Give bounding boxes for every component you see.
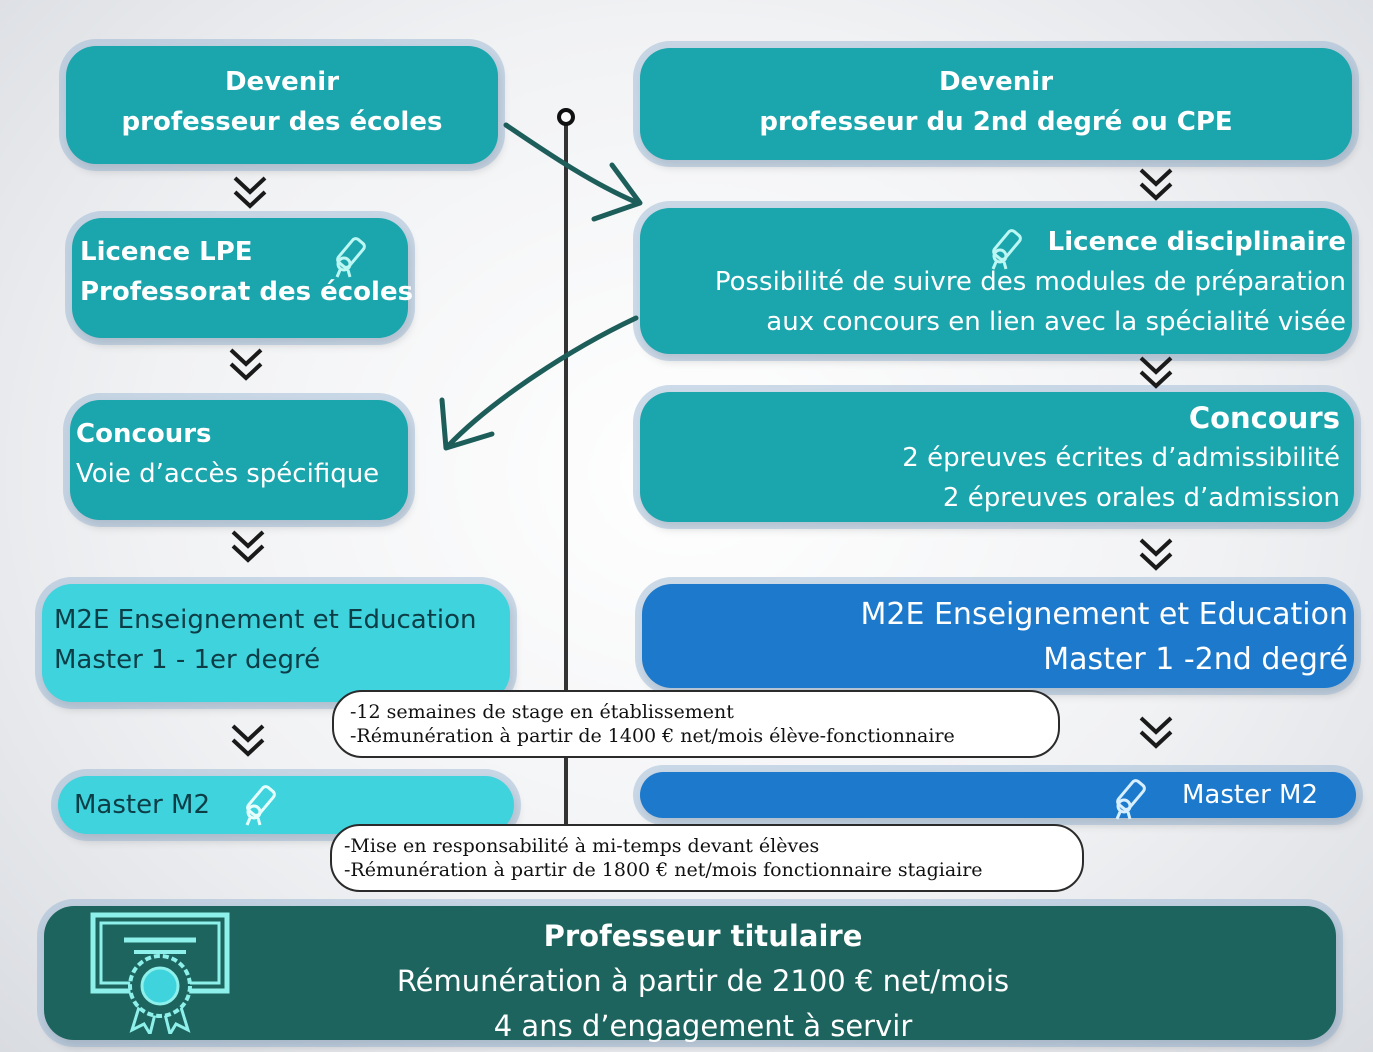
double-chevron-down-icon [1139, 538, 1173, 571]
arrow-to-second-degree [503, 122, 643, 222]
left-m2e-box: M2E Enseignement et Education Master 1 -… [42, 584, 510, 702]
bottom-line1: Rémunération à partir de 2100 € net/mois [396, 964, 1010, 998]
stagiaire-note-bubble: -Mise en responsabilité à mi-temps devan… [330, 824, 1084, 892]
double-chevron-down-icon [231, 724, 265, 757]
left-concours-box: Concours Voie d’accès spécifique [70, 400, 408, 520]
right-concours-box: Concours 2 épreuves écrites d’admissibil… [640, 392, 1354, 522]
double-chevron-down-icon [1139, 356, 1173, 389]
right-title-line1: Devenir [938, 67, 1054, 97]
note1-line2: -Rémunération à partir de 1400 € net/moi… [350, 725, 955, 747]
bottom-titulaire-box: Professeur titulaire Rémunération à part… [44, 906, 1336, 1043]
certificate-icon [90, 912, 230, 1034]
right-concours-line1: 2 épreuves écrites d’admissibilité [902, 443, 1340, 473]
double-chevron-down-icon [1139, 716, 1173, 749]
left-licence-box: Licence LPE Professorat des écoles [72, 218, 414, 338]
bottom-title: Professeur titulaire [543, 919, 863, 953]
diploma-scroll-icon [335, 237, 366, 278]
left-master2-box: Master M2 [58, 776, 514, 834]
stage-note-bubble: -12 semaines de stage en établissement -… [332, 690, 1060, 758]
left-m2e-line2: Master 1 - 1er degré [54, 645, 321, 675]
bottom-line2: 4 ans d’engagement à servir [493, 1009, 913, 1043]
double-chevron-down-icon [231, 530, 265, 563]
right-master2-label: Master M2 [1181, 780, 1318, 810]
diploma-scroll-icon [245, 785, 276, 826]
diploma-scroll-icon [1115, 779, 1146, 820]
double-chevron-down-icon [233, 176, 267, 209]
right-master2-box: Master M2 [640, 772, 1356, 818]
left-licence-title: Licence LPE [80, 237, 253, 267]
double-chevron-down-icon [229, 348, 263, 381]
note2-line2: -Rémunération à partir de 1800 € net/moi… [344, 859, 983, 881]
left-title-line1: Devenir [224, 67, 340, 97]
left-concours-title: Concours [76, 419, 212, 449]
right-licence-title: Licence disciplinaire [1047, 227, 1346, 257]
right-m2e-line1: M2E Enseignement et Education [860, 597, 1348, 632]
right-licence-line1: Possibilité de suivre des modules de pré… [714, 267, 1346, 297]
right-title-box: Devenir professeur du 2nd degré ou CPE [640, 48, 1352, 160]
right-title-line2: professeur du 2nd degré ou CPE [759, 107, 1233, 137]
right-licence-box: Licence disciplinaire Possibilité de sui… [640, 208, 1352, 354]
arrow-to-concours-voie-specifique [439, 315, 639, 451]
left-master2-label: Master M2 [74, 790, 211, 820]
left-title-line2: professeur des écoles [121, 107, 443, 137]
note2-line1: -Mise en responsabilité à mi-temps devan… [344, 835, 820, 857]
left-licence-subtitle: Professorat des écoles [80, 277, 414, 307]
right-concours-line2: 2 épreuves orales d’admission [942, 483, 1340, 513]
left-m2e-line1: M2E Enseignement et Education [54, 605, 477, 635]
right-m2e-box: M2E Enseignement et Education Master 1 -… [642, 584, 1354, 688]
double-chevron-down-icon [1139, 168, 1173, 201]
left-title-box: Devenir professeur des écoles [66, 46, 498, 164]
right-concours-title: Concours [1188, 401, 1340, 435]
right-licence-line2: aux concours en lien avec la spécialité … [766, 307, 1346, 337]
note1-line1: -12 semaines de stage en établissement [350, 701, 734, 723]
diploma-scroll-icon [991, 229, 1022, 270]
left-concours-subtitle: Voie d’accès spécifique [76, 459, 380, 489]
right-m2e-line2: Master 1 -2nd degré [1043, 642, 1348, 677]
